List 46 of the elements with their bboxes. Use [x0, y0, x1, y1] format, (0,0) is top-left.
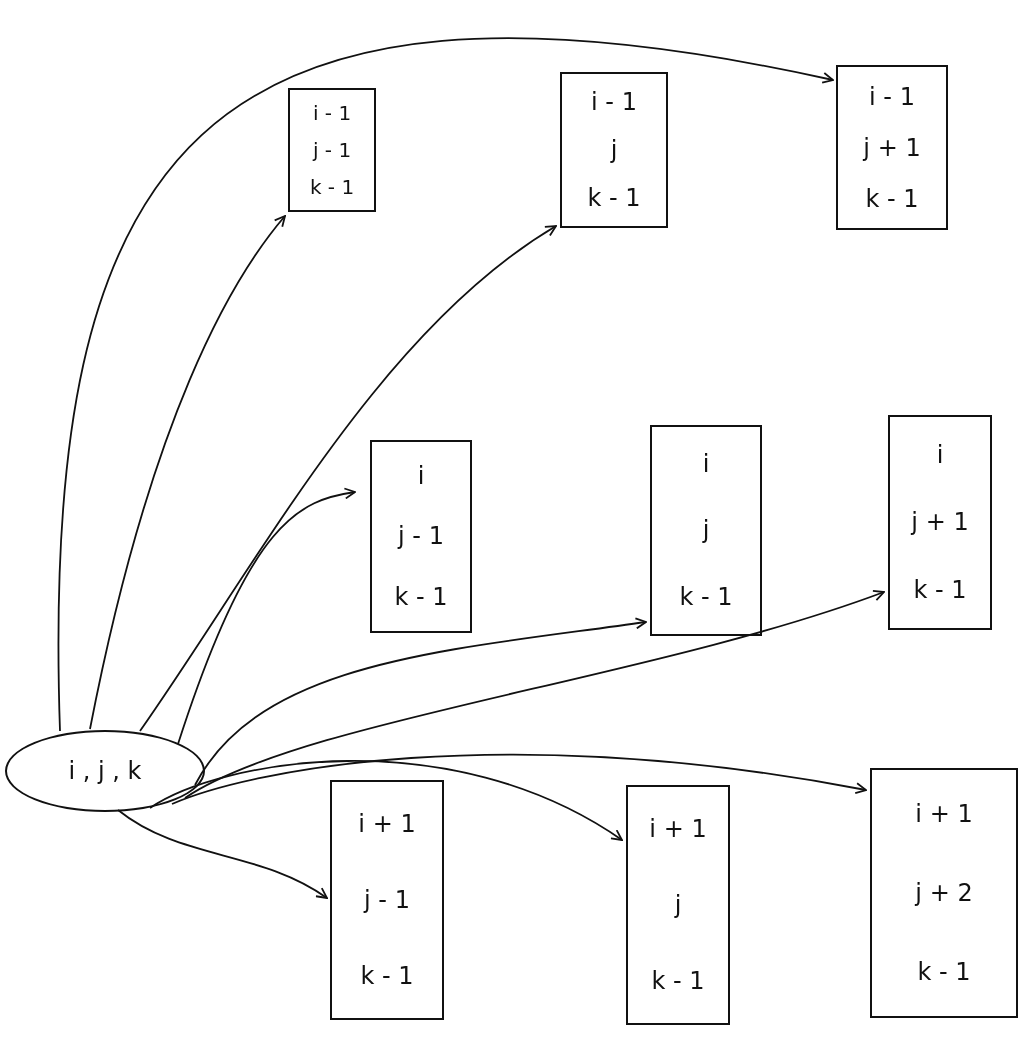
index-label: j + 1: [863, 133, 921, 162]
index-box: [650, 425, 762, 636]
index-label: j: [610, 136, 618, 164]
index-label: j - 1: [312, 138, 352, 162]
arrow: [89, 215, 286, 730]
index-label: j + 2: [915, 879, 973, 907]
arrow: [139, 225, 557, 732]
index-label: j - 1: [364, 886, 410, 914]
arrow: [184, 589, 885, 799]
index-label: i - 1: [869, 82, 915, 111]
index-box: [888, 415, 992, 630]
index-label: i + 1: [358, 810, 416, 838]
index-label: i + 1: [915, 799, 973, 828]
index-label: k - 1: [913, 576, 967, 605]
index-label: i - 1: [591, 88, 637, 116]
index-label: k - 1: [309, 175, 355, 200]
index-label: j + 1: [911, 508, 969, 537]
arrow: [177, 487, 356, 745]
index-label: i: [702, 450, 710, 479]
index-box: [370, 440, 472, 633]
index-label: k - 1: [917, 958, 971, 987]
index-label: i + 1: [649, 815, 707, 843]
index-box: [870, 768, 1018, 1018]
index-box: [560, 72, 668, 228]
arrow: [58, 38, 834, 732]
index-label: j - 1: [398, 522, 444, 551]
index-label: k - 1: [394, 582, 448, 611]
index-label: k - 1: [651, 967, 705, 995]
index-label: i: [936, 440, 944, 469]
index-label: k - 1: [587, 184, 641, 212]
index-box: [288, 88, 376, 212]
arrow: [149, 760, 623, 841]
ellipse-node: [5, 730, 205, 812]
index-label: j: [702, 516, 710, 545]
index-label: k - 1: [679, 582, 733, 611]
index-label: j: [674, 891, 682, 919]
index-box: [330, 780, 444, 1020]
index-label: k - 1: [360, 962, 414, 990]
arrow: [117, 809, 328, 899]
index-label: i: [417, 462, 425, 491]
index-box: [626, 785, 730, 1025]
index-label: i , j , k: [68, 757, 142, 785]
arrow: [171, 754, 867, 805]
index-label: k - 1: [865, 184, 919, 213]
index-box: [836, 65, 948, 230]
index-label: i - 1: [312, 100, 352, 125]
